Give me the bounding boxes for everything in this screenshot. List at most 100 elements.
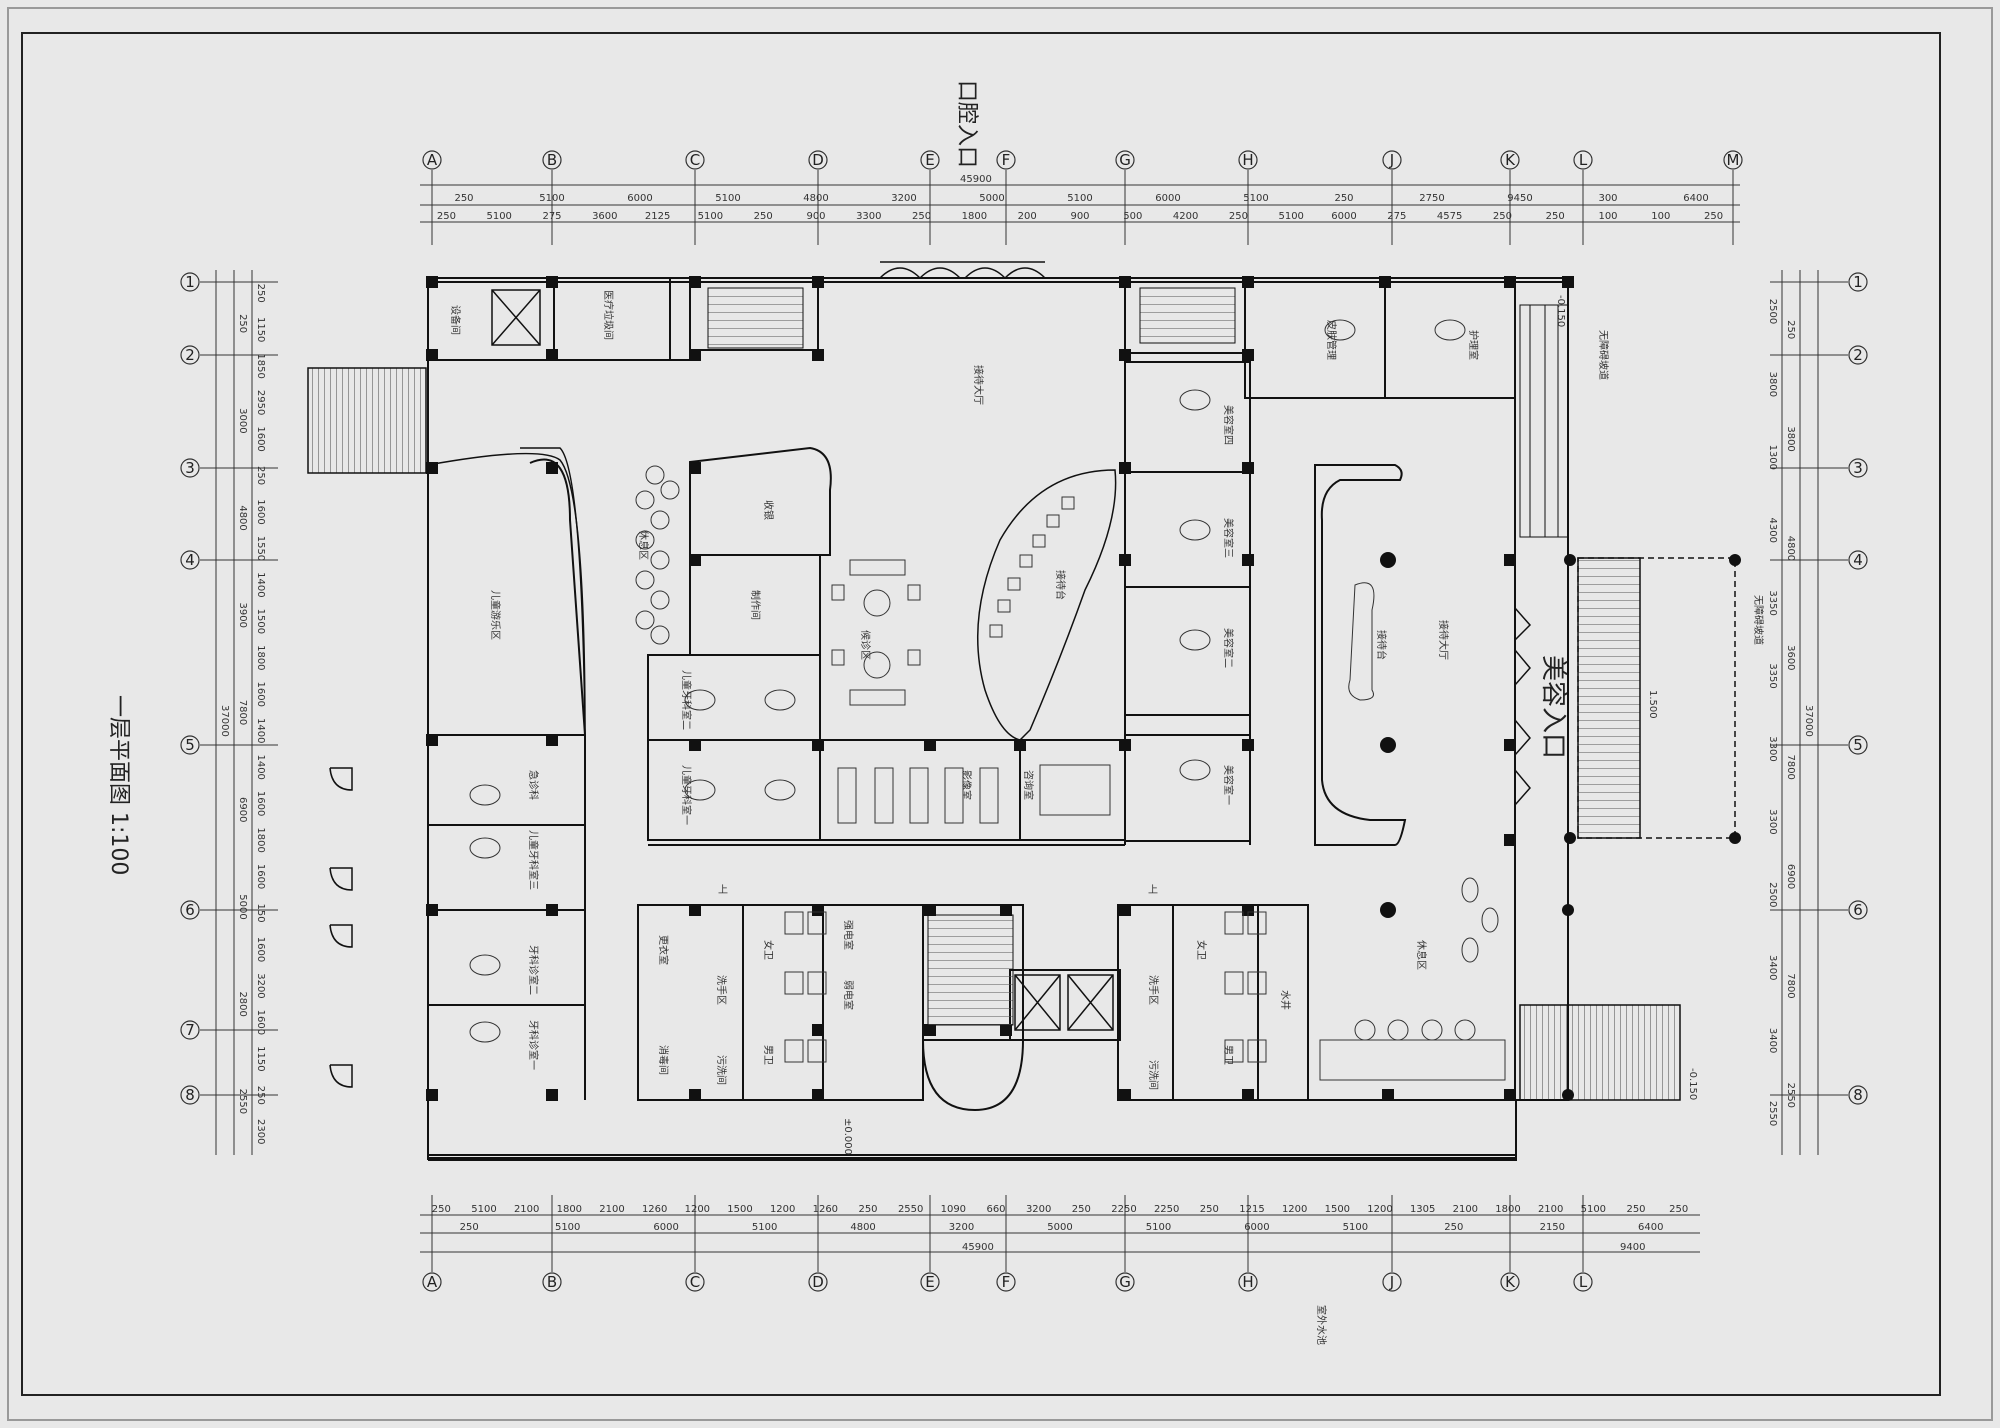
dim-value: 250 [255, 284, 266, 303]
top-axis-label: K [1505, 151, 1516, 169]
dim-value: 250 [912, 211, 931, 222]
column [546, 276, 558, 288]
dim-value: 1400 [255, 754, 266, 779]
bottom-axis-label: G [1119, 1273, 1131, 1291]
label-weak: 弱电室 [842, 980, 855, 1010]
dim-value: 1800 [962, 211, 987, 222]
column [689, 904, 701, 916]
label-kids-dental1: 儿童牙科室一 [680, 765, 693, 825]
dim-value: 5100 [539, 193, 564, 204]
dim-value: 3200 [255, 973, 266, 998]
top-axis-label: J [1389, 151, 1394, 169]
dim-value: 250 [1546, 211, 1565, 222]
label-cashier: 收银 [762, 500, 775, 520]
dim-value: 200 [1018, 211, 1037, 222]
label-reception-desk: 接待台 [1054, 570, 1067, 600]
column [1242, 1089, 1254, 1101]
top-axis-label: H [1242, 151, 1253, 169]
dim-value: 1600 [255, 1010, 266, 1035]
dim-value: 1600 [255, 499, 266, 524]
dim-value: 250 [460, 1222, 479, 1233]
lounge-furniture [635, 465, 1506, 1081]
label-skin: 皮肤管理 [1325, 320, 1338, 360]
dim-value: 6400 [1638, 1222, 1663, 1233]
dim-value: 1800 [1495, 1204, 1520, 1215]
column [1242, 739, 1254, 751]
dim-value: 250 [754, 211, 773, 222]
dim-value: 275 [1387, 211, 1406, 222]
top-axis-label: M [1727, 151, 1740, 169]
right-axis-bubble [1848, 1085, 1868, 1105]
bottom-axis-bubble [1115, 1272, 1135, 1292]
dim-value: 900 [806, 211, 825, 222]
label-nursing: 护理室 [1467, 330, 1480, 360]
left-axis-label: 4 [185, 551, 195, 569]
dim-value: 5100 [555, 1222, 580, 1233]
right-axis-label: 4 [1853, 551, 1863, 569]
column [812, 739, 824, 751]
column [812, 276, 824, 288]
column [426, 904, 438, 916]
dim-value: 100 [1598, 211, 1617, 222]
dim-value: 1200 [1367, 1204, 1392, 1215]
column [1562, 276, 1574, 288]
beauty-entrance-platform [1577, 557, 1736, 839]
bottom-axis-label: K [1505, 1273, 1516, 1291]
column [1014, 739, 1026, 751]
dim-value: 1850 [255, 353, 266, 378]
label-female-right: 女卫 [1195, 940, 1208, 960]
dim-value: 3300 [1767, 736, 1778, 761]
dim-value: 2250 [1154, 1204, 1179, 1215]
dim-value: 1090 [941, 1204, 966, 1215]
dim-value: 1800 [255, 827, 266, 852]
left-dim-sub: 2501150185029501600250160015501400150018… [255, 284, 266, 1145]
dim-value: 2250 [1111, 1204, 1136, 1215]
right-axis-bubble [1848, 345, 1868, 365]
dim-value: 4300 [1767, 517, 1778, 542]
label-ramp2: 无障碍坡道 [1752, 595, 1765, 645]
dim-value: 5100 [1278, 211, 1303, 222]
left-axis-bubble [180, 735, 200, 755]
dim-value: 2100 [514, 1204, 539, 1215]
label-waiting: 候诊区 [859, 630, 872, 660]
label-kids-dental3: 儿童牙科室三 [527, 830, 540, 890]
dim-value: 2950 [255, 390, 266, 415]
dim-value: 1200 [770, 1204, 795, 1215]
bottom-axis-bubble [685, 1272, 705, 1292]
right-total-dim: 37000 [1803, 705, 1814, 737]
bottom-axis-label: J [1389, 1273, 1394, 1291]
dim-value: 9450 [1507, 193, 1532, 204]
round-columns [1380, 552, 1741, 1101]
column [1119, 739, 1131, 751]
toilet-fixtures [784, 911, 1267, 1063]
label-lounge: 休息区 [637, 530, 650, 560]
left-axis-bubble [180, 345, 200, 365]
dim-value: 3900 [237, 603, 248, 628]
dim-value: 2100 [599, 1204, 624, 1215]
drawing-frame [21, 32, 1941, 1396]
label-elev-right: -0.150 [1555, 295, 1566, 327]
dim-value: 275 [542, 211, 561, 222]
label-kids-play: 儿童游乐区 [489, 590, 502, 640]
dim-value: 250 [454, 193, 473, 204]
dim-value: 1800 [255, 645, 266, 670]
right-axis-label: 8 [1853, 1086, 1863, 1104]
label-medical-waste: 医疗垃圾间 [602, 290, 615, 340]
label-beauty3: 美容室三 [1222, 518, 1235, 558]
right-ramp [1519, 304, 1569, 538]
dim-value: 1400 [255, 572, 266, 597]
bottom-right-stair [1519, 1004, 1681, 1101]
top-axis-bubble [1238, 150, 1258, 170]
dim-value: 1260 [813, 1204, 838, 1215]
column [546, 349, 558, 361]
top-axis-label: F [1002, 151, 1011, 169]
dim-value: 3300 [856, 211, 881, 222]
column [1504, 276, 1516, 288]
dim-value: 5100 [471, 1204, 496, 1215]
column [1504, 1089, 1516, 1101]
column [1242, 276, 1254, 288]
top-axis-label: B [547, 151, 557, 169]
